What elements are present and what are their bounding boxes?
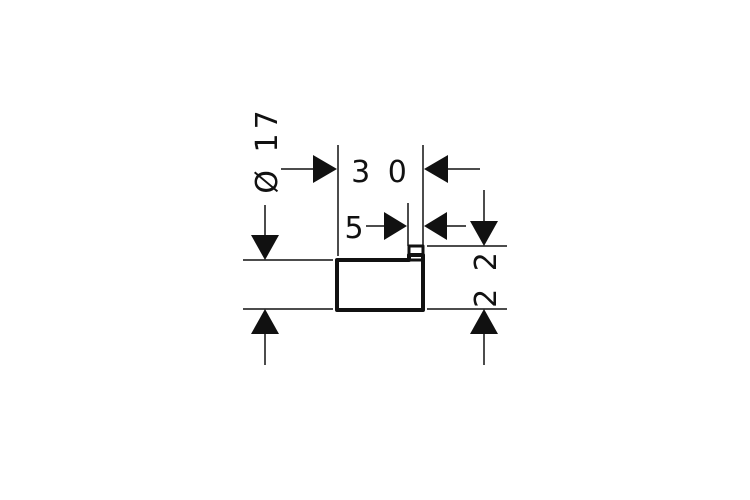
dimension-label-diameter-17: Ø 17 bbox=[250, 106, 285, 193]
arrow-left-icon bbox=[424, 212, 447, 240]
arrow-down-icon bbox=[251, 235, 279, 260]
arrow-left-icon bbox=[424, 155, 448, 183]
arrow-up-icon bbox=[251, 309, 279, 334]
arrow-down-icon bbox=[470, 221, 498, 246]
dimension-label-5: 5 bbox=[344, 211, 363, 246]
arrow-up-icon bbox=[470, 309, 498, 334]
part-body-outline bbox=[335, 253, 425, 312]
arrow-right-icon bbox=[313, 155, 337, 183]
dimension-label-22: 2 2 bbox=[469, 248, 504, 308]
part-tab-square bbox=[407, 244, 425, 262]
arrow-right-icon bbox=[384, 212, 407, 240]
dimension-label-30: 3 0 bbox=[351, 155, 411, 190]
